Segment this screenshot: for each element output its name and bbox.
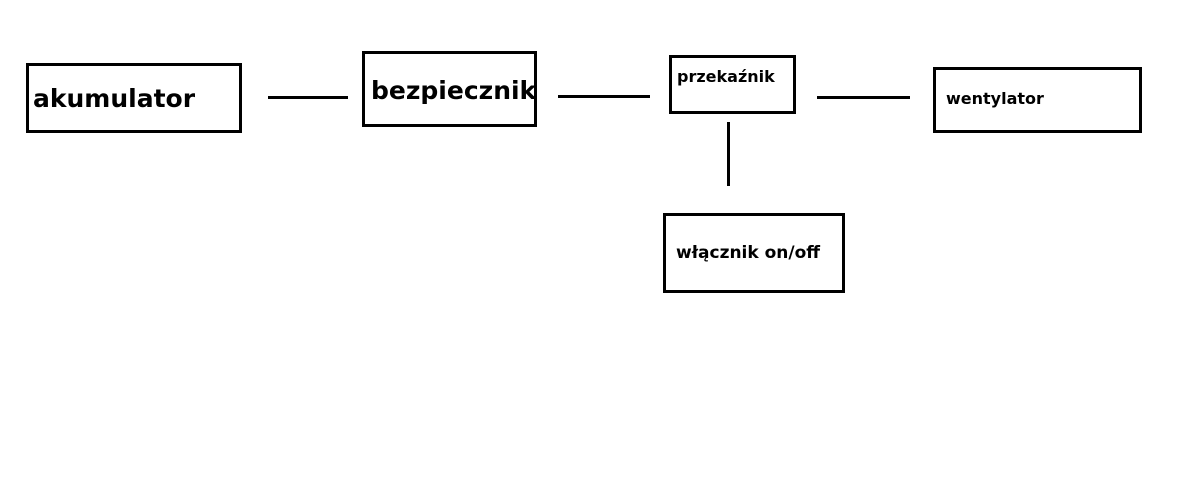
node-bezpiecznik: bezpiecznik [362, 51, 537, 127]
node-label: przekaźnik [677, 67, 775, 86]
node-wlacznik: włącznik on/off [663, 213, 845, 293]
node-label: włącznik on/off [676, 243, 821, 263]
node-akumulator: akumulator [26, 63, 242, 133]
edge-bezpiecznik-przekaznik [558, 95, 650, 98]
node-przekaznik: przekaźnik [669, 55, 796, 114]
node-label: wentylator [946, 89, 1044, 108]
edge-przekaznik-wentylator [817, 96, 910, 99]
edge-przekaznik-wlacznik [727, 122, 730, 186]
node-label: akumulator [33, 84, 196, 113]
node-wentylator: wentylator [933, 67, 1142, 133]
edge-akumulator-bezpiecznik [268, 96, 348, 99]
node-label: bezpiecznik [371, 76, 537, 105]
